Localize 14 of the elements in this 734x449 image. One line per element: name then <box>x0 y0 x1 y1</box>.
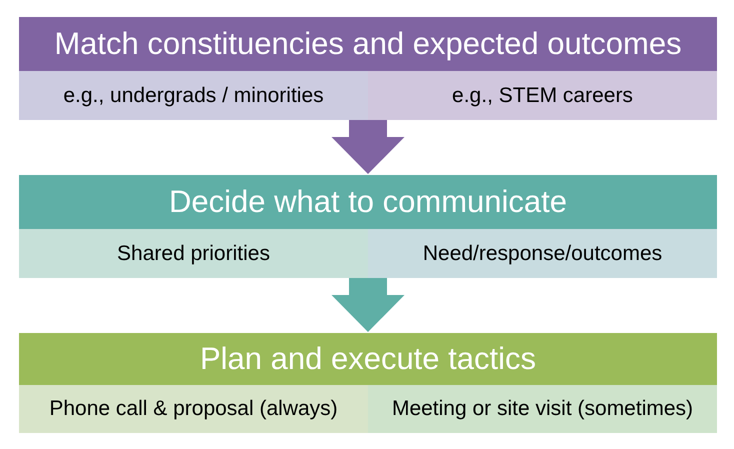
detail-panel: Meeting or site visit (sometimes) <box>368 385 717 433</box>
stage-title: Decide what to communicate <box>168 184 568 220</box>
stage-band <box>19 333 717 433</box>
detail-panel: Shared priorities <box>19 229 368 278</box>
detail-panel: e.g., undergrads / minorities <box>19 71 368 120</box>
detail-panel: Phone call & proposal (always) <box>19 385 368 433</box>
detail-panel: e.g., STEM careers <box>368 71 717 120</box>
detail-panel: Need/response/outcomes <box>368 229 717 278</box>
stage-title: Match constituencies and expected outcomes <box>54 26 682 62</box>
stage-band <box>19 17 717 120</box>
stage-title: Plan and execute tactics <box>200 341 536 377</box>
arrow <box>332 278 404 332</box>
arrow <box>332 120 404 174</box>
stage-band <box>19 175 717 278</box>
